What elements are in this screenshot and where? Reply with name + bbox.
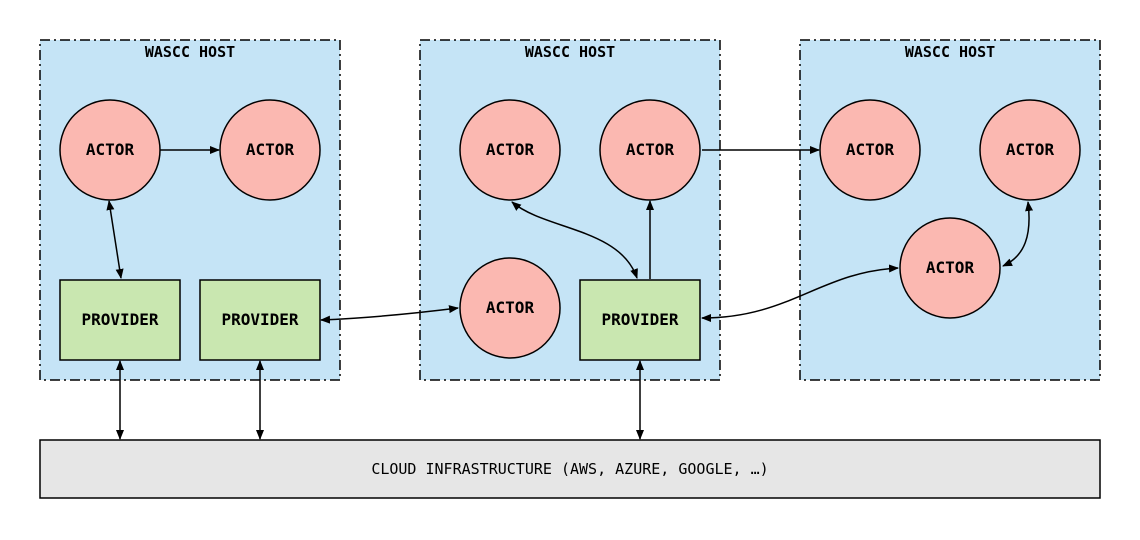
arrow-actor3-provider3	[511, 201, 638, 279]
cloud-label: CLOUD INFRASTRUCTURE (AWS, AZURE, GOOGLE…	[371, 460, 768, 478]
actor-6-label: ACTOR	[846, 140, 895, 159]
actor-6: ACTOR	[819, 99, 921, 201]
actor-1-label: ACTOR	[86, 140, 135, 159]
actor-8-label: ACTOR	[926, 258, 975, 277]
arrow-actor8-actor7	[1002, 201, 1034, 267]
host-3: WASCC HOST	[799, 39, 1101, 381]
actor-7-label: ACTOR	[1006, 140, 1055, 159]
actor-7: ACTOR	[979, 99, 1081, 201]
actor-2: ACTOR	[219, 99, 321, 201]
provider-1-label: PROVIDER	[81, 310, 158, 329]
actor-4-label: ACTOR	[626, 140, 675, 159]
provider-3: PROVIDER	[579, 279, 701, 361]
actor-2-label: ACTOR	[246, 140, 295, 159]
cloud-infrastructure: CLOUD INFRASTRUCTURE (AWS, AZURE, GOOGLE…	[39, 439, 1101, 499]
host-3-title: WASCC HOST	[905, 43, 995, 61]
provider-2: PROVIDER	[199, 279, 321, 361]
host-1-title: WASCC HOST	[145, 43, 235, 61]
provider-3-label: PROVIDER	[601, 310, 678, 329]
actor-4: ACTOR	[599, 99, 701, 201]
connections	[106, 146, 1034, 440]
arrow-actor1-provider1	[106, 200, 124, 279]
provider-1: PROVIDER	[59, 279, 181, 361]
actor-5-label: ACTOR	[486, 298, 535, 317]
host-2-title: WASCC HOST	[525, 43, 615, 61]
arrow-provider3-actor8	[701, 264, 899, 322]
actor-3-label: ACTOR	[486, 140, 535, 159]
actor-1: ACTOR	[59, 99, 161, 201]
provider-2-label: PROVIDER	[221, 310, 298, 329]
actor-5: ACTOR	[459, 257, 561, 359]
arrow-provider2-actor5	[320, 305, 459, 324]
actor-3: ACTOR	[459, 99, 561, 201]
actor-8: ACTOR	[899, 217, 1001, 319]
